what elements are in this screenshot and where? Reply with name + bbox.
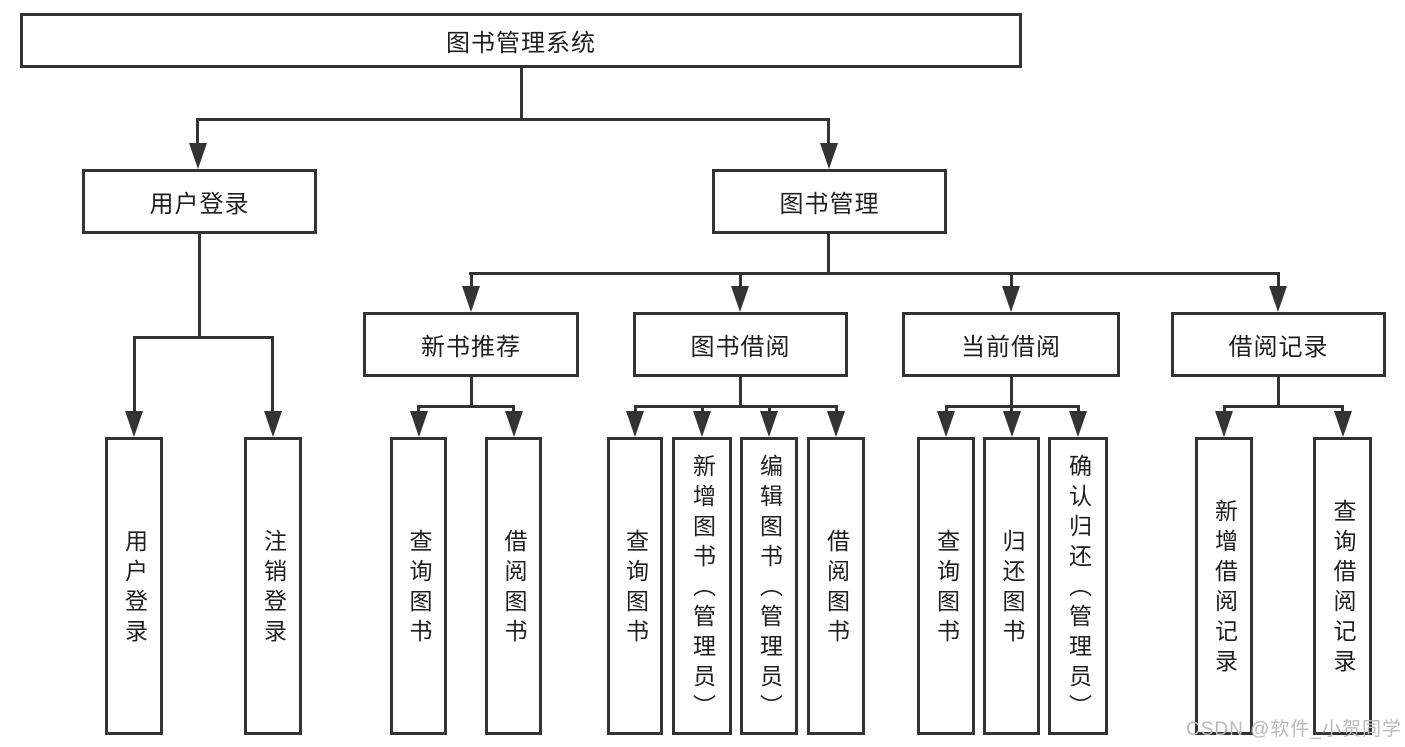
connector-line <box>196 118 830 121</box>
arrowhead-down-icon <box>1069 411 1087 437</box>
connector-line <box>634 405 637 411</box>
connector-line <box>198 234 201 336</box>
arrowhead-down-icon <box>827 411 845 437</box>
connector-line <box>271 336 274 411</box>
node-borrowing-records: 借阅记录 <box>1171 312 1386 377</box>
node-borrow-edit-books-admin: 编辑图书（管理员） <box>740 437 798 735</box>
arrowhead-down-icon <box>410 411 428 437</box>
arrowhead-down-icon <box>693 411 711 437</box>
node-current-query-books: 查询图书 <box>917 437 975 735</box>
arrowhead-down-icon <box>1003 411 1021 437</box>
connector-line <box>739 377 742 405</box>
connector-line <box>1010 377 1013 405</box>
node-borrow-add-books-admin: 新增图书（管理员） <box>672 437 732 735</box>
connector-line <box>417 405 420 411</box>
csdn-watermark: CSDN @软件_小贺同学 <box>1186 719 1402 740</box>
node-current-return-books: 归还图书 <box>983 437 1040 735</box>
connector-line <box>1010 405 1013 411</box>
connector-line <box>520 68 523 118</box>
connector-line <box>768 405 771 411</box>
connector-line <box>1223 405 1226 411</box>
connector-line <box>470 272 473 286</box>
connector-line <box>827 234 830 272</box>
connector-line <box>470 377 473 405</box>
node-records-add-record: 新增借阅记录 <box>1195 437 1253 735</box>
connector-line <box>835 405 838 411</box>
node-records-query-record: 查询借阅记录 <box>1313 437 1372 735</box>
connector-line <box>469 272 1280 275</box>
node-user-login-action: 用户登录 <box>105 437 163 735</box>
connector-line <box>634 405 838 408</box>
node-library-management-system: 图书管理系统 <box>20 13 1022 68</box>
connector-line <box>1341 405 1344 411</box>
node-borrow-borrow-books: 借阅图书 <box>807 437 865 735</box>
connector-line <box>827 118 830 143</box>
connector-line <box>1010 272 1013 286</box>
node-book-management: 图书管理 <box>712 169 947 234</box>
node-user-login: 用户登录 <box>82 169 317 234</box>
arrowhead-down-icon <box>264 411 282 437</box>
arrowhead-down-icon <box>505 411 523 437</box>
arrowhead-down-icon <box>731 286 749 312</box>
arrowhead-down-icon <box>760 411 778 437</box>
node-new-book-recommendation: 新书推荐 <box>363 312 579 377</box>
arrowhead-down-icon <box>820 143 838 169</box>
node-book-borrowing: 图书借阅 <box>633 312 848 377</box>
connector-line <box>512 405 515 411</box>
arrowhead-down-icon <box>1215 411 1233 437</box>
connector-line <box>1223 405 1344 408</box>
node-recommend-query-books: 查询图书 <box>390 437 447 735</box>
connector-line <box>1077 405 1080 411</box>
arrowhead-down-icon <box>1002 286 1020 312</box>
connector-line <box>1277 272 1280 286</box>
arrowhead-down-icon <box>937 411 955 437</box>
arrowhead-down-icon <box>462 286 480 312</box>
node-current-borrowing: 当前借阅 <box>902 312 1120 377</box>
node-current-confirm-return-admin: 确认归还（管理员） <box>1048 437 1108 735</box>
arrowhead-down-icon <box>1334 411 1352 437</box>
connector-line <box>701 405 704 411</box>
connector-line <box>945 405 948 411</box>
arrowhead-down-icon <box>125 411 143 437</box>
arrowhead-down-icon <box>189 143 207 169</box>
connector-line <box>133 336 136 411</box>
node-borrow-query-books: 查询图书 <box>607 437 663 735</box>
connector-line <box>739 272 742 286</box>
node-recommend-borrow-books: 借阅图书 <box>485 437 542 735</box>
node-logout-action: 注销登录 <box>244 437 302 735</box>
arrowhead-down-icon <box>626 411 644 437</box>
connector-line <box>1277 377 1280 405</box>
connector-line <box>417 405 515 408</box>
connector-line <box>133 336 274 339</box>
arrowhead-down-icon <box>1269 286 1287 312</box>
connector-line <box>196 118 199 143</box>
